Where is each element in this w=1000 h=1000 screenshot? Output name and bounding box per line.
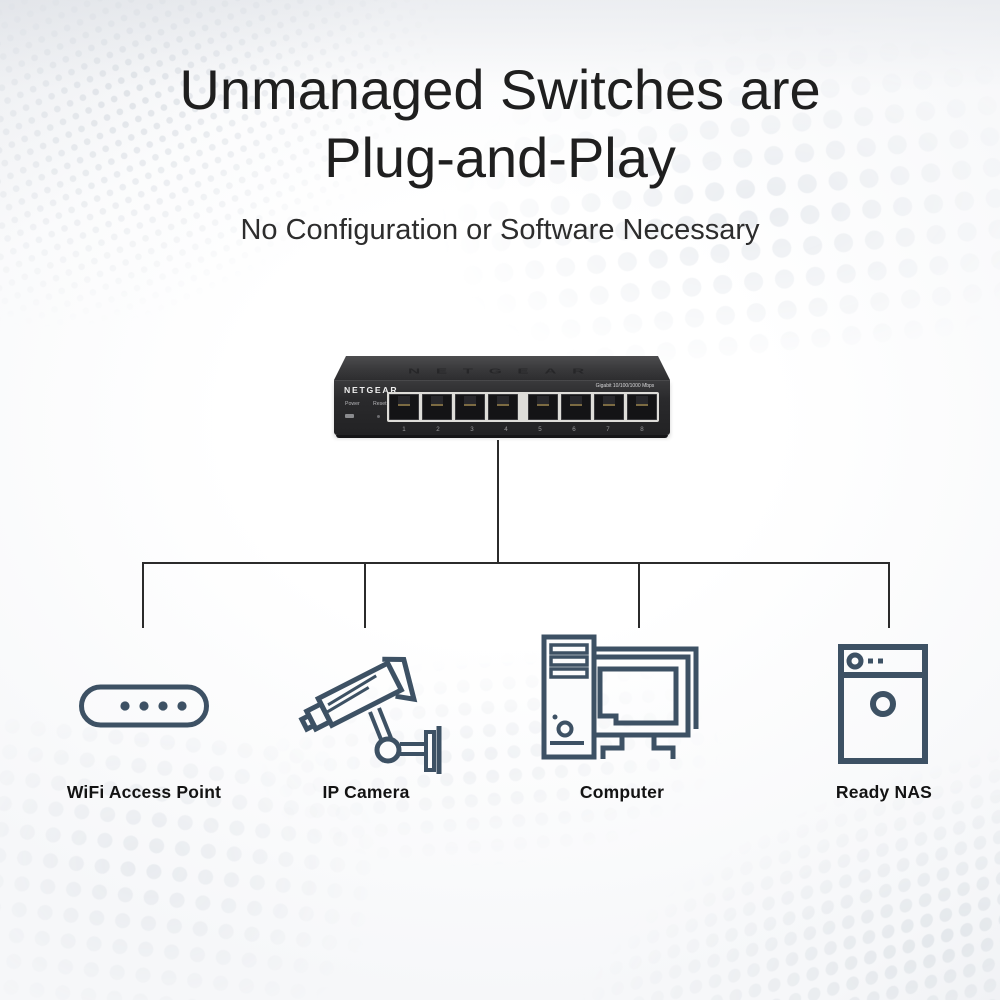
connector-drop-computer (638, 562, 640, 628)
page-subtitle: No Configuration or Software Necessary (240, 214, 760, 246)
power-label: Power (345, 401, 360, 407)
port-number: 1 (402, 426, 406, 433)
connector-stem (497, 440, 499, 564)
ready-nas-label: Ready NAS (835, 782, 933, 802)
switch-top-panel: NETGEAR (334, 356, 670, 380)
reset-hole (377, 415, 380, 418)
switch-vent-lettering: NETGEAR (408, 367, 600, 376)
port-group-gap (521, 394, 525, 420)
computer-icon (538, 633, 702, 773)
port-number: 3 (470, 426, 474, 433)
reset-control: Reset (373, 401, 399, 418)
ethernet-port-strip (387, 392, 659, 422)
port-number: 6 (572, 426, 576, 433)
ethernet-port (422, 394, 452, 420)
port-number: 8 (640, 426, 644, 433)
netgear-logo: NETGEAR (344, 384, 399, 396)
port-number: 2 (436, 426, 440, 433)
ethernet-port (528, 394, 558, 420)
ethernet-port (594, 394, 624, 420)
network-switch-image: NETGEAR NETGEAR Power Reset Gigabit 10/1… (334, 356, 670, 438)
power-led (345, 414, 354, 418)
port-number: 7 (606, 426, 610, 433)
switch-base-edge (336, 435, 668, 438)
ethernet-port (389, 394, 419, 420)
connector-bus (142, 562, 890, 564)
ethernet-port (627, 394, 657, 420)
page-title: Unmanaged Switches are Plug-and-Play (0, 56, 1000, 192)
connector-drop-wifi (142, 562, 144, 628)
ip-camera-icon (292, 642, 444, 778)
reset-label: Reset (373, 401, 387, 407)
connector-drop-camera (364, 562, 366, 628)
computer-label: Computer (579, 782, 665, 802)
port-number: 5 (538, 426, 542, 433)
wifi-access-point-label: WiFi Access Point (66, 782, 222, 802)
wifi-access-point-icon (78, 683, 210, 729)
power-indicator: Power (345, 401, 373, 418)
title-line-2: Plug-and-Play (324, 126, 676, 189)
ports-caption: Gigabit 10/100/1000 Mbps (595, 383, 654, 389)
ethernet-port (561, 394, 591, 420)
connector-drop-nas (888, 562, 890, 628)
ethernet-port (455, 394, 485, 420)
ready-nas-icon (836, 642, 930, 766)
title-line-1: Unmanaged Switches are (179, 58, 821, 121)
background-gradient-bottomright (620, 800, 1000, 1000)
ethernet-port (488, 394, 518, 420)
port-number: 4 (504, 426, 508, 433)
port-number-row: 1 2 3 4 5 6 7 8 (387, 424, 659, 435)
ip-camera-label: IP Camera (322, 782, 410, 802)
